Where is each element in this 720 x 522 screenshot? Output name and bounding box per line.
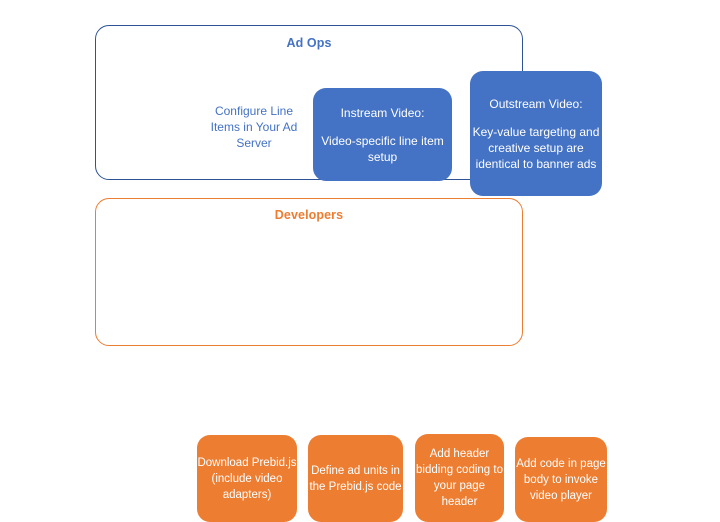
group-ad-ops-title: Ad Ops bbox=[286, 36, 332, 50]
card-instream-video[interactable]: Instream Video: Video-specific line item… bbox=[313, 88, 452, 181]
card-instream-video-heading: Instream Video: bbox=[340, 105, 425, 120]
card-outstream-video-heading: Outstream Video: bbox=[489, 96, 583, 111]
card-download-prebid-body: Download Prebid.js (include video adapte… bbox=[197, 456, 297, 501]
card-add-page-body-code-body: Add code in page body to invoke video pl… bbox=[516, 457, 606, 502]
card-add-page-body-code[interactable]: Add code in page body to invoke video pl… bbox=[515, 437, 607, 522]
card-define-ad-units-body: Define ad units in the Prebid.js code bbox=[309, 464, 402, 493]
card-define-ad-units[interactable]: Define ad units in the Prebid.js code bbox=[308, 435, 403, 522]
group-developers: Developers Download Prebid.js (include v… bbox=[95, 198, 607, 522]
group-ad-ops: Ad Ops Configure Line Items in Your Ad S… bbox=[95, 25, 602, 196]
group-developers-title: Developers bbox=[274, 208, 344, 222]
diagram-canvas: Ad Ops Configure Line Items in Your Ad S… bbox=[95, 25, 607, 522]
card-add-header-bidding-code-body: Add header bidding coding to your page h… bbox=[416, 448, 503, 508]
card-outstream-video[interactable]: Outstream Video: Key-value targeting and… bbox=[470, 71, 602, 196]
card-download-prebid[interactable]: Download Prebid.js (include video adapte… bbox=[197, 435, 297, 522]
text-configure-line-items: Configure Line Items in Your Ad Server bbox=[210, 104, 298, 150]
card-instream-video-body: Video-specific line item setup bbox=[321, 133, 444, 164]
card-add-header-bidding-code[interactable]: Add header bidding coding to your page h… bbox=[415, 434, 504, 522]
card-outstream-video-body: Key-value targeting and creative setup a… bbox=[472, 124, 600, 171]
